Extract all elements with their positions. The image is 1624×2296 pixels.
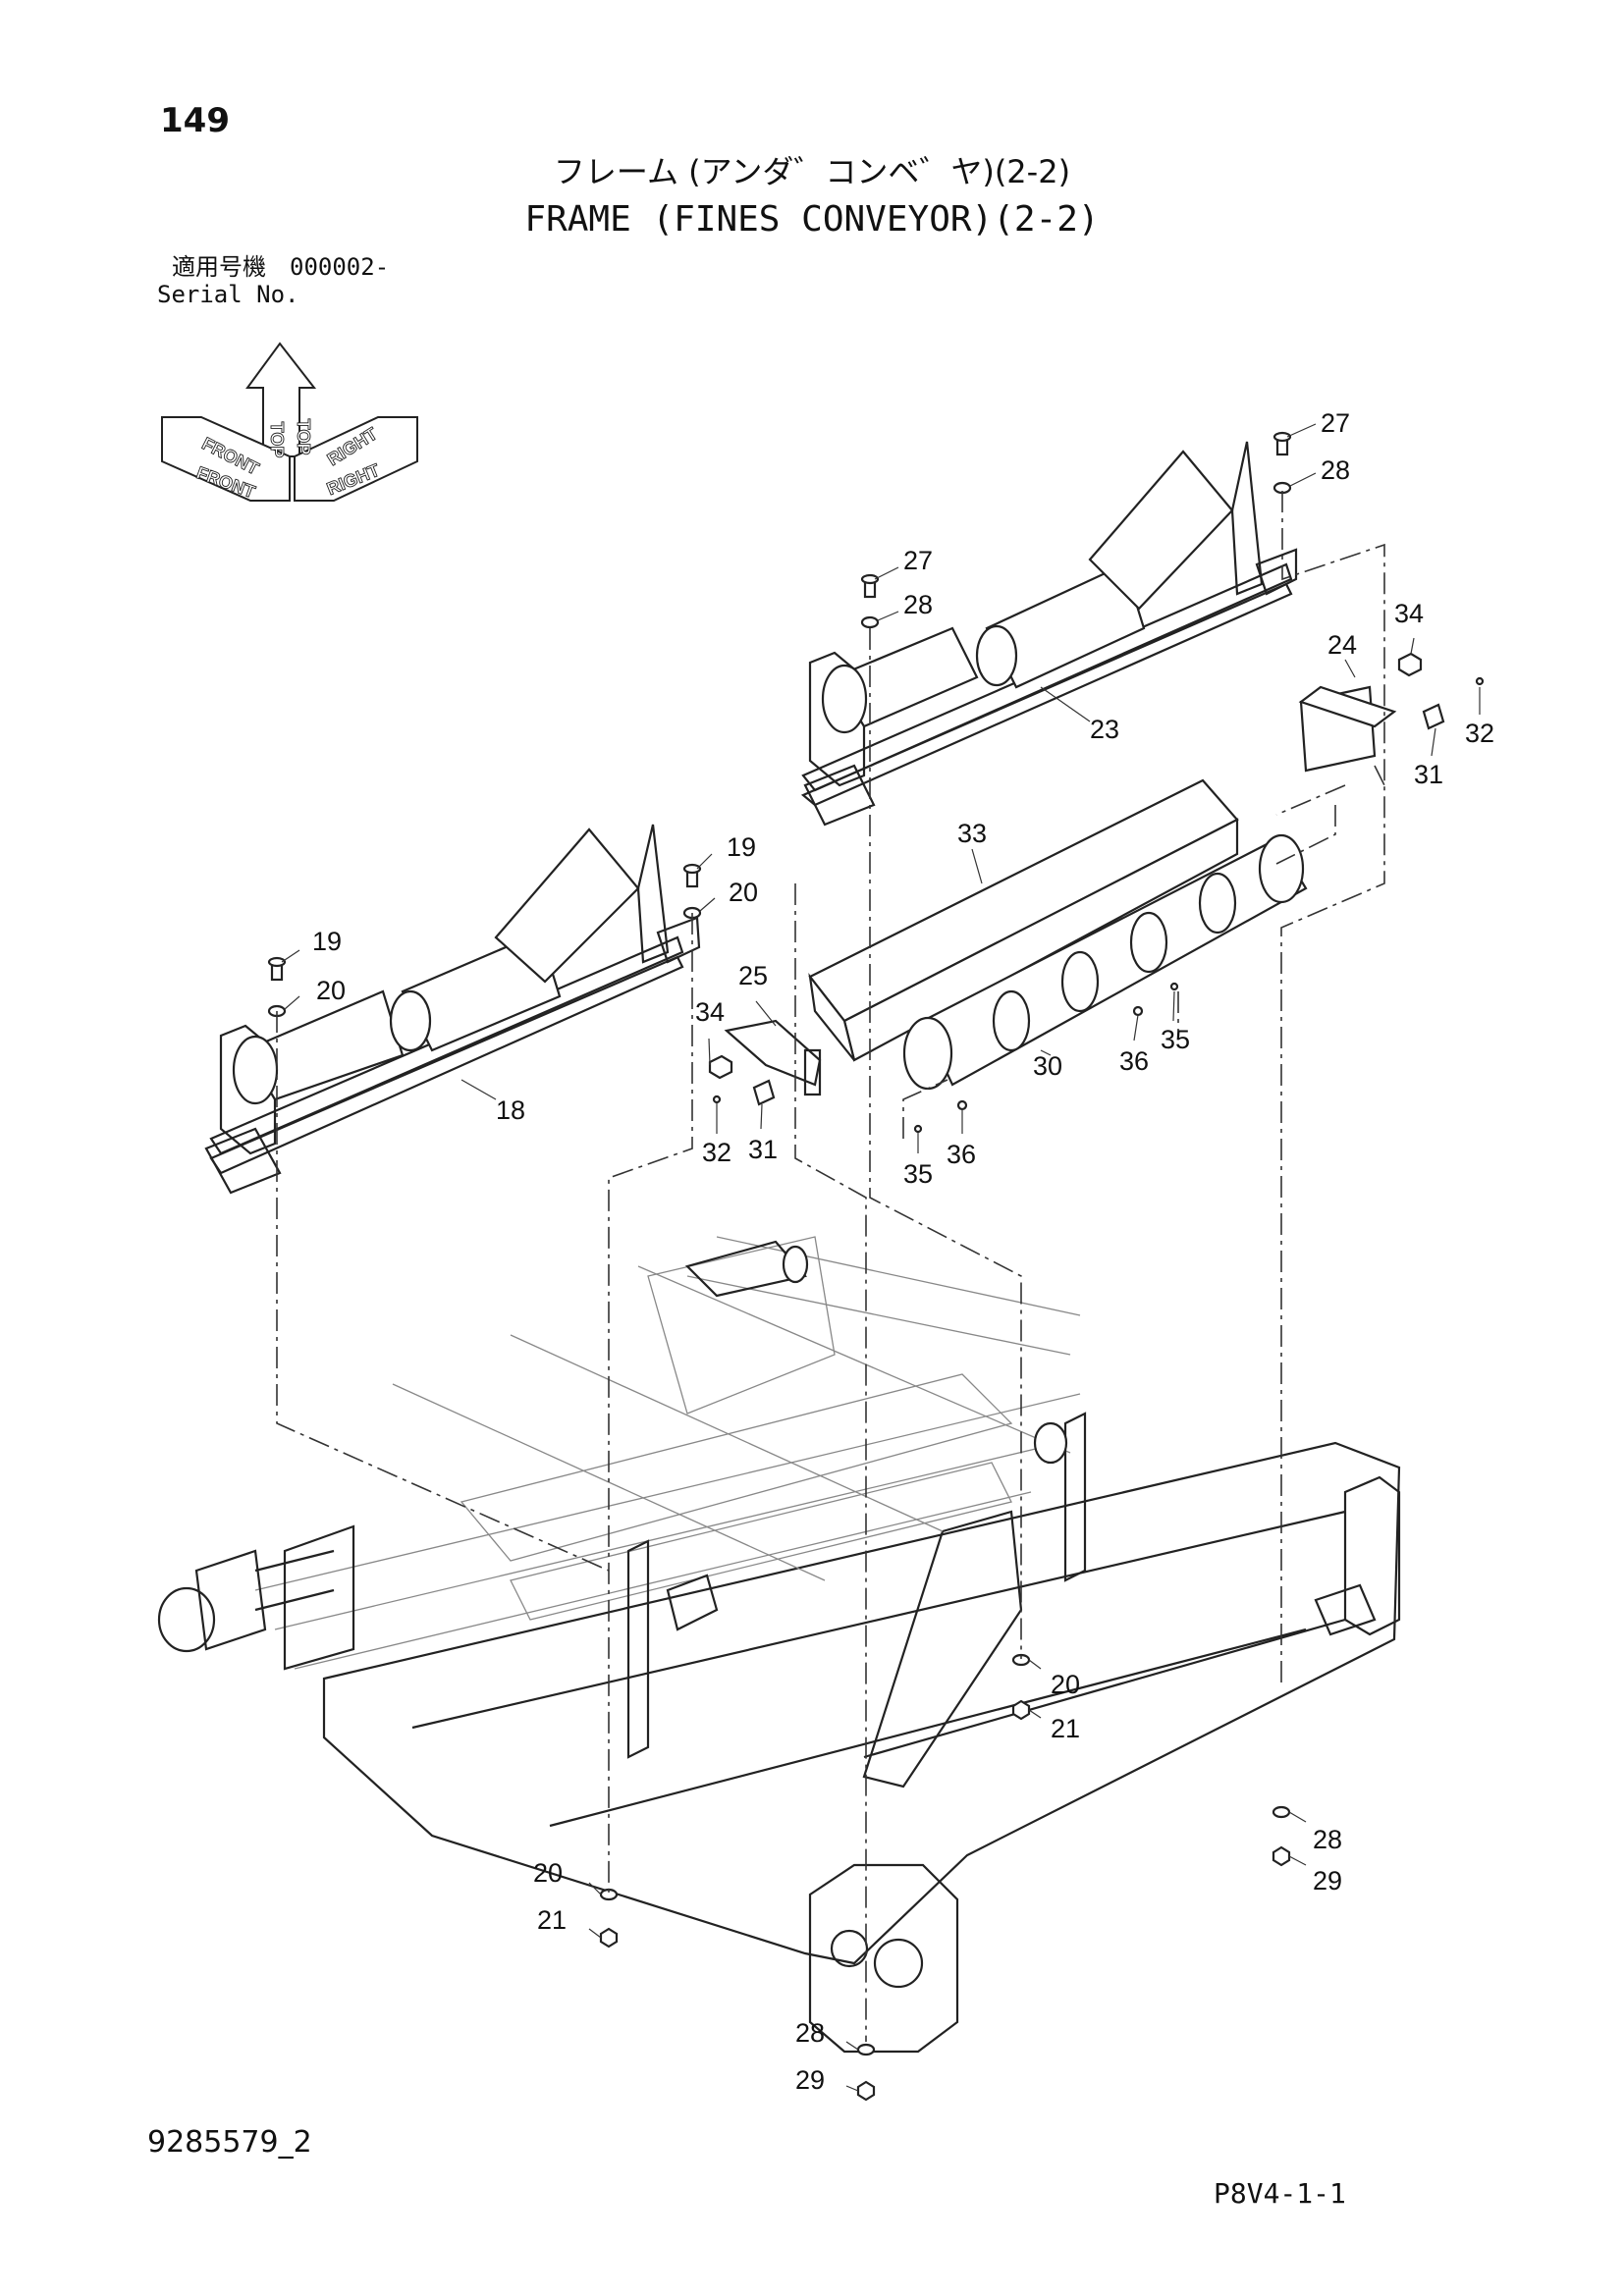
carrier-roller-set-23: [800, 441, 1298, 827]
callout-20: 20: [316, 976, 346, 1005]
serial-label-english: Serial No.: [157, 281, 299, 308]
callout-29: 29: [1313, 1866, 1342, 1896]
impact-roller-30: [902, 833, 1308, 1091]
callout-21: 21: [537, 1905, 567, 1935]
callout-31: 31: [1414, 760, 1443, 789]
callout-27: 27: [1321, 408, 1350, 438]
callout-19: 19: [312, 927, 342, 956]
carrier-roller-set-18: [204, 824, 701, 1195]
bracket-25: [724, 1019, 822, 1096]
callout-32: 32: [702, 1138, 731, 1167]
title-japanese: フレーム (アンダ゛コンベ゛ヤ)(2-2): [553, 153, 1071, 190]
callout-34: 34: [695, 997, 725, 1027]
callout-36: 36: [947, 1140, 976, 1169]
callout-28: 28: [795, 2018, 825, 2048]
callout-20: 20: [729, 878, 758, 907]
callout-20: 20: [533, 1858, 563, 1888]
callout-23: 23: [1090, 715, 1119, 744]
skirt-guide-33: [808, 778, 1239, 1062]
callout-leaders: [281, 423, 1481, 2092]
orientation-front-arrow: [161, 416, 291, 502]
drawing-number: 9285579_2: [147, 2125, 312, 2160]
orientation-right-arrow: [294, 416, 418, 502]
callout-35: 35: [903, 1159, 933, 1189]
serial-block: 適用号機 000002- Serial No.: [157, 253, 389, 308]
orientation-top-label-left: TOP: [267, 422, 287, 458]
callout-numbers: 27 28 27 28 23 24 34 32 31 33 19 20 19 2…: [312, 408, 1494, 2095]
orientation-indicator: TOP TOP FRONT FRONT RIGHT RIGHT: [161, 342, 418, 503]
callout-32: 32: [1465, 719, 1494, 748]
callout-25: 25: [738, 961, 768, 990]
main-conveyor-frame: [157, 1236, 1401, 2054]
orientation-top-label-right: TOP: [294, 419, 313, 455]
callout-34: 34: [1394, 599, 1424, 628]
callout-35: 35: [1161, 1025, 1190, 1054]
callout-21: 21: [1051, 1714, 1080, 1743]
callout-27: 27: [903, 546, 933, 575]
sheet-code: P8V4-1-1: [1214, 2177, 1346, 2210]
callout-29: 29: [795, 2065, 825, 2095]
callout-30: 30: [1033, 1051, 1062, 1081]
bracket-24: [1298, 685, 1397, 773]
assembly-centerlines: [276, 491, 1385, 2042]
callout-31: 31: [748, 1135, 778, 1164]
callout-28: 28: [1321, 455, 1350, 485]
serial-value: 000002-: [290, 253, 390, 281]
title-english: FRAME (FINES CONVEYOR)(2-2): [524, 199, 1100, 240]
callout-36: 36: [1119, 1046, 1149, 1076]
page-number: 149: [160, 101, 230, 140]
callout-33: 33: [957, 819, 987, 848]
serial-label-japanese: 適用号機: [172, 253, 266, 281]
callout-28: 28: [903, 590, 933, 619]
callout-18: 18: [496, 1095, 525, 1125]
callout-20: 20: [1051, 1670, 1080, 1699]
callout-19: 19: [727, 832, 756, 862]
callout-28: 28: [1313, 1825, 1342, 1854]
callout-24: 24: [1327, 630, 1357, 660]
fastener-hardware: [267, 431, 1485, 2102]
